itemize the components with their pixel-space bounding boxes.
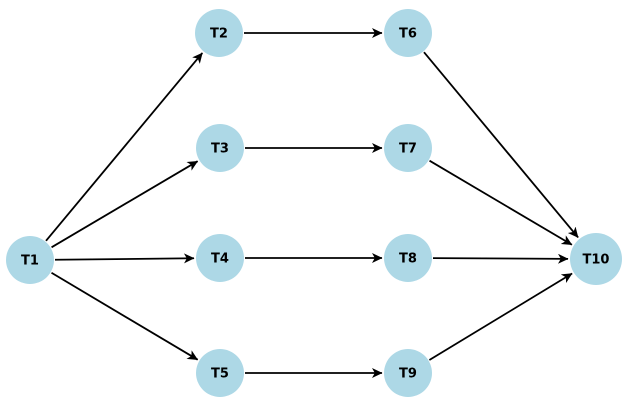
node-label-T6: T6 xyxy=(399,27,417,42)
node-T3: T3 xyxy=(196,124,244,172)
node-circle-T8 xyxy=(384,234,432,282)
node-circle-T1 xyxy=(6,236,54,284)
node-T1: T1 xyxy=(6,236,54,284)
edge-T8-T10 xyxy=(432,253,569,264)
node-circle-T10 xyxy=(570,233,622,285)
node-label-T2: T2 xyxy=(210,27,228,42)
node-label-T8: T8 xyxy=(399,252,417,267)
node-circle-T7 xyxy=(384,124,432,172)
node-circle-T5 xyxy=(196,349,244,397)
edge-T1-T5 xyxy=(51,272,199,361)
node-T8: T8 xyxy=(384,234,432,282)
node-circle-T9 xyxy=(384,349,432,397)
edge-T7-T10 xyxy=(429,159,573,246)
node-label-T4: T4 xyxy=(211,252,229,267)
node-T10: T10 xyxy=(570,233,622,285)
node-circle-T4 xyxy=(196,234,244,282)
edge-T9-T10 xyxy=(428,272,573,361)
node-label-T1: T1 xyxy=(21,254,39,269)
node-label-T7: T7 xyxy=(399,142,417,157)
edge-T1-T4 xyxy=(54,253,195,264)
node-T5: T5 xyxy=(196,349,244,397)
node-T2: T2 xyxy=(195,9,243,57)
node-label-T9: T9 xyxy=(399,367,417,382)
node-T7: T7 xyxy=(384,124,432,172)
edge-T6-T10 xyxy=(423,51,579,239)
node-circle-T6 xyxy=(384,9,432,57)
edge-T1-T2 xyxy=(45,52,204,242)
node-T6: T6 xyxy=(384,9,432,57)
edge-T1-T3 xyxy=(51,160,199,249)
node-label-T5: T5 xyxy=(211,367,229,382)
node-T4: T4 xyxy=(196,234,244,282)
node-circle-T3 xyxy=(196,124,244,172)
node-label-T10: T10 xyxy=(583,253,610,268)
node-circle-T2 xyxy=(195,9,243,57)
node-T9: T9 xyxy=(384,349,432,397)
node-label-T3: T3 xyxy=(211,142,229,157)
